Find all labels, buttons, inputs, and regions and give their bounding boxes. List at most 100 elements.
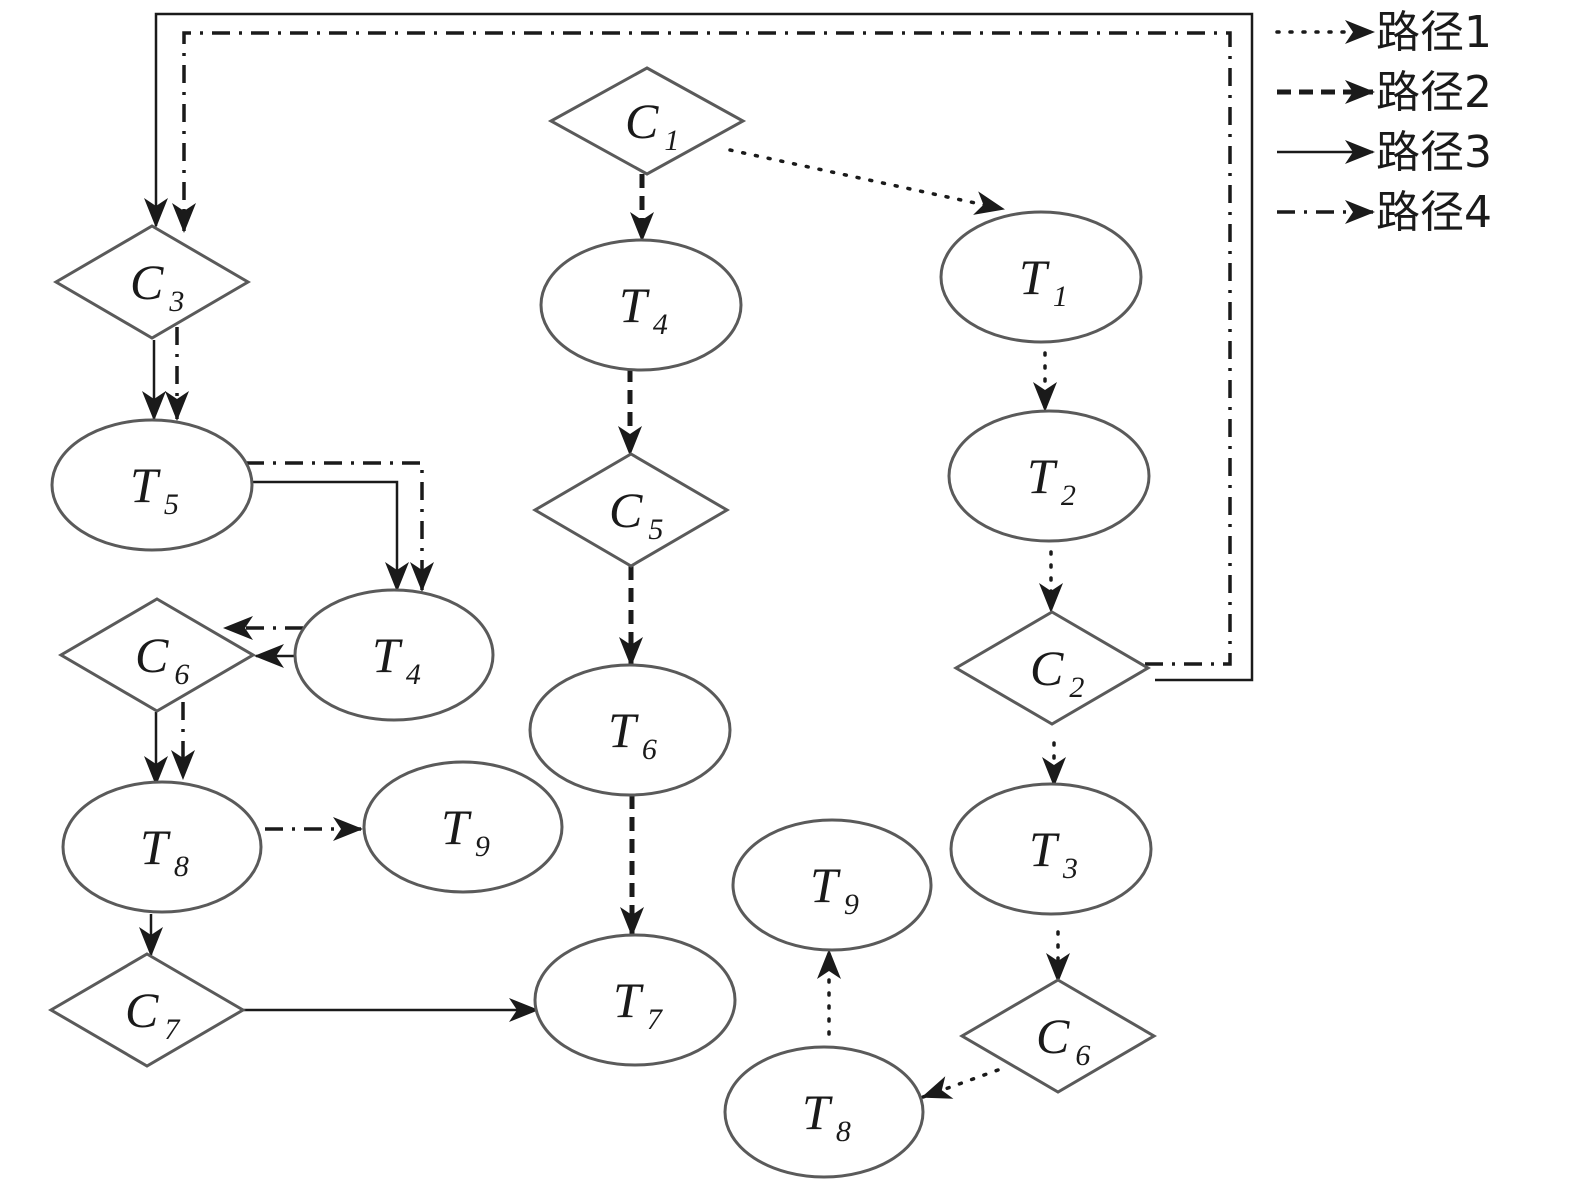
node-letter: C: [135, 627, 169, 683]
node-letter: C: [609, 482, 643, 538]
node-subscript: 6: [642, 733, 657, 766]
legend-label: 路径2: [1376, 67, 1492, 118]
diamond-shape: [959, 978, 1157, 1094]
node-letter: C: [130, 254, 164, 310]
legend: 路径1 路径2 路径3 路径4: [1275, 7, 1492, 238]
node-subscript: 8: [174, 850, 189, 883]
ellipse-shape: [533, 933, 737, 1067]
node-letter: T: [372, 627, 403, 683]
node-letter: T: [140, 819, 171, 875]
diamond-shape: [58, 597, 256, 713]
node-letter: T: [619, 277, 650, 333]
node-subscript: 7: [647, 1003, 664, 1036]
node-letter: C: [1030, 640, 1064, 696]
node-subscript: 3: [1062, 852, 1078, 885]
node-letter: T: [802, 1084, 833, 1140]
node-letter: T: [1027, 448, 1058, 504]
node-subscript: 1: [1053, 280, 1068, 313]
node-subscript: 6: [1075, 1039, 1090, 1072]
ellipse-shape: [362, 760, 564, 894]
node-subscript: 1: [664, 124, 679, 157]
node-subscript: 2: [1061, 479, 1076, 512]
edge-p1-C6b-T8b: [921, 1068, 1000, 1099]
node-subscript: 8: [836, 1115, 851, 1148]
ellipse-shape: [947, 409, 1151, 543]
diamond-shape: [48, 952, 246, 1068]
ellipse-shape: [723, 1045, 925, 1179]
edge-p4-C2-C3: [172, 31, 1232, 666]
node-letter: T: [1029, 821, 1060, 877]
node-subscript: 9: [844, 888, 859, 921]
diamond-shape: [547, 66, 747, 176]
node-subscript: 7: [164, 1013, 181, 1046]
node-letter: T: [613, 972, 644, 1028]
ellipse-shape: [50, 418, 254, 552]
legend-item-p1: 路径1: [1275, 7, 1492, 58]
legend-label: 路径1: [1376, 7, 1492, 58]
legend-label: 路径4: [1376, 187, 1492, 238]
node-subscript: 5: [164, 488, 179, 521]
edge-p1-C1-T1: [728, 148, 1005, 215]
diamond-shape: [953, 610, 1151, 726]
node-subscript: 9: [475, 830, 490, 863]
legend-label: 路径3: [1376, 127, 1492, 178]
diamond-shape: [532, 452, 730, 568]
node-letter: T: [1019, 249, 1050, 305]
edge-layer: [139, 12, 1254, 1099]
node-letter: C: [125, 982, 159, 1038]
node-subscript: 6: [174, 658, 189, 691]
node-letter: C: [1036, 1008, 1070, 1064]
legend-item-p3: 路径3: [1277, 127, 1492, 178]
node-letter: T: [608, 702, 639, 758]
ellipse-shape: [293, 588, 495, 722]
legend-item-p2: 路径2: [1277, 67, 1492, 118]
node-letter: T: [810, 857, 841, 913]
node-subscript: 2: [1069, 671, 1084, 704]
ellipse-shape: [528, 663, 732, 797]
node-subscript: 4: [406, 658, 421, 691]
ellipse-shape: [61, 780, 263, 914]
edge-p3-T5-T4a: [248, 480, 409, 592]
node-subscript: 3: [168, 285, 184, 318]
diamond-shape: [53, 224, 251, 340]
node-letter: T: [441, 799, 472, 855]
ellipse-shape: [539, 238, 743, 372]
node-letter: C: [625, 93, 659, 149]
node-letter: T: [130, 457, 161, 513]
